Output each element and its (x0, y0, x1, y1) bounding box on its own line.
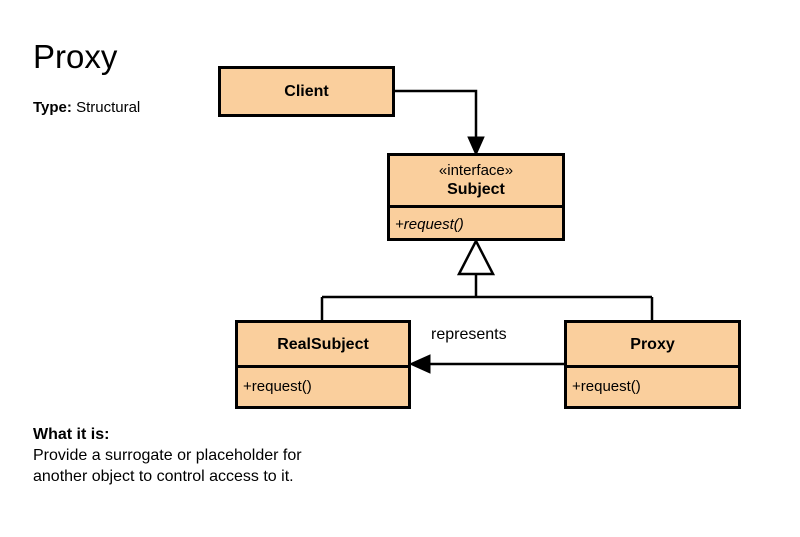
realsubject-member-request: +request() (243, 378, 312, 395)
client-class-name: Client (284, 83, 329, 100)
description-block: What it is: Provide a surrogate or place… (33, 424, 302, 487)
realsubject-members-compartment: +request() (238, 365, 408, 406)
proxy-members-compartment: +request() (567, 365, 738, 406)
subject-member-request: +request() (395, 215, 464, 233)
realsubject-name-compartment: RealSubject (238, 323, 408, 365)
uml-class-realsubject[interactable]: RealSubject +request() (235, 320, 411, 409)
edge-client-to-subject (394, 89, 478, 146)
proxy-member-request: +request() (572, 378, 641, 395)
pattern-type-value: Structural (76, 99, 141, 116)
arrowhead-proxy-to-realsubject (408, 354, 431, 374)
description-heading: What it is: (33, 426, 110, 443)
uml-class-client[interactable]: Client (218, 66, 395, 117)
client-name-compartment: Client (221, 69, 392, 114)
subject-name-compartment: «interface» Subject (390, 156, 562, 205)
edge-label-represents: represents (431, 326, 507, 343)
pattern-type: Type: Structural (33, 99, 140, 117)
subject-class-name: Subject (447, 181, 505, 198)
subject-stereotype: «interface» (438, 162, 514, 179)
subject-members-compartment: +request() (390, 205, 562, 241)
description-line-2: another object to control access to it. (33, 468, 294, 485)
proxy-class-name: Proxy (630, 335, 675, 353)
uml-class-subject[interactable]: «interface» Subject +request() (387, 153, 565, 241)
uml-class-proxy[interactable]: Proxy +request() (564, 320, 741, 409)
description-line-1: Provide a surrogate or placeholder for (33, 447, 302, 464)
proxy-name-compartment: Proxy (567, 323, 738, 365)
realsubject-class-name: RealSubject (277, 335, 369, 353)
pattern-type-label: Type: (33, 99, 72, 116)
page-title: Proxy (33, 38, 118, 75)
generalization-triangle (456, 238, 496, 276)
